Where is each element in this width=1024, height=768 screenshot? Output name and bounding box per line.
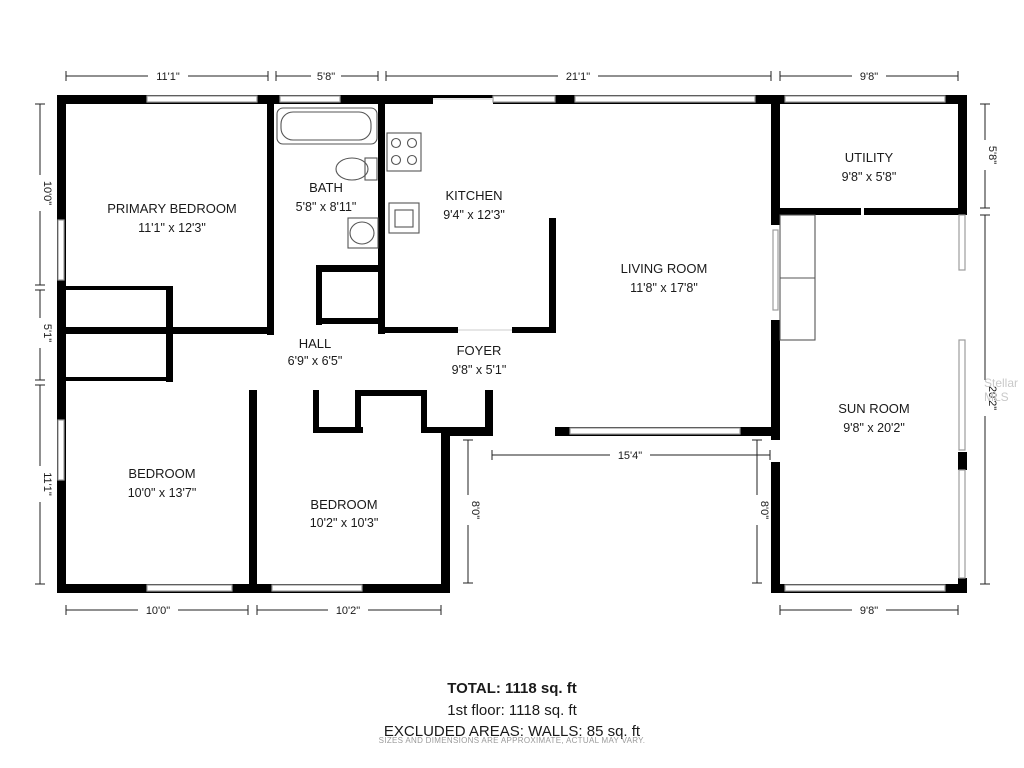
room-living-room-name: LIVING ROOM bbox=[621, 261, 708, 276]
dim-top-2: 5'8" bbox=[317, 71, 335, 83]
footer-floor: 1st floor: 1118 sq. ft bbox=[447, 702, 577, 719]
room-primary-bedroom-dim: 11'1" x 12'3" bbox=[138, 221, 206, 235]
dim-bottom-2: 10'2" bbox=[336, 605, 360, 617]
dim-top-4: 9'8" bbox=[860, 71, 878, 83]
dim-left-2: 5'1" bbox=[41, 324, 53, 342]
room-bedroom-mid-name: BEDROOM bbox=[310, 497, 377, 512]
watermark: Stellar MLS bbox=[984, 376, 1019, 404]
room-living-room-dim: 11'8" x 17'8" bbox=[630, 281, 698, 295]
dim-bottom-1: 10'0" bbox=[146, 605, 170, 617]
room-foyer-name: FOYER bbox=[457, 343, 502, 358]
room-bedroom-left-name: BEDROOM bbox=[128, 466, 195, 481]
room-hall-dim: 6'9" x 6'5" bbox=[288, 354, 343, 368]
room-kitchen-dim: 9'4" x 12'3" bbox=[443, 208, 505, 222]
room-bedroom-left-dim: 10'0" x 13'7" bbox=[128, 486, 197, 500]
stove-icon bbox=[386, 132, 422, 172]
footer-total: TOTAL: 1118 sq. ft bbox=[447, 680, 577, 697]
room-sun-room-name: SUN ROOM bbox=[838, 401, 910, 416]
windows bbox=[57, 95, 966, 592]
bath-sink-icon bbox=[347, 217, 379, 249]
walls bbox=[57, 95, 967, 593]
room-bath-dim: 5'8" x 8'11" bbox=[296, 200, 357, 214]
dim-inner-right-vertical: 8'0" bbox=[758, 501, 770, 519]
room-foyer-dim: 9'8" x 5'1" bbox=[452, 363, 507, 377]
toilet-icon bbox=[335, 157, 378, 181]
room-bath-name: BATH bbox=[309, 180, 343, 195]
room-labels: PRIMARY BEDROOM 11'1" x 12'3" BATH 5'8" … bbox=[107, 150, 910, 530]
footer-excluded: EXCLUDED AREAS: WALLS: 85 sq. ft bbox=[383, 723, 641, 740]
dim-right-2: 20'2" bbox=[986, 386, 998, 410]
room-utility-dim: 9'8" x 5'8" bbox=[842, 170, 897, 184]
bathtub-icon bbox=[276, 107, 378, 145]
room-hall-name: HALL bbox=[299, 336, 332, 351]
dimension-labels: 11'1" 5'8" 21'1" 9'8" 10'0" 5'1" 11'1" 5… bbox=[33, 69, 998, 617]
fixtures bbox=[276, 98, 816, 341]
dim-top-3: 21'1" bbox=[566, 71, 590, 83]
dim-bottom-3: 9'8" bbox=[860, 605, 878, 617]
fireplace-icon bbox=[779, 214, 816, 341]
dim-left-3: 11'1" bbox=[41, 472, 53, 496]
dim-right-1: 5'8" bbox=[986, 146, 998, 164]
dim-inner-horizontal: 15'4" bbox=[618, 450, 642, 462]
room-sun-room-dim: 9'8" x 20'2" bbox=[843, 421, 905, 435]
room-utility-name: UTILITY bbox=[845, 150, 894, 165]
footer-note: SIZES AND DIMENSIONS ARE APPROXIMATE, AC… bbox=[378, 736, 646, 745]
kitchen-sink-icon bbox=[388, 202, 420, 234]
room-bedroom-mid-dim: 10'2" x 10'3" bbox=[310, 516, 379, 530]
room-primary-bedroom-name: PRIMARY BEDROOM bbox=[107, 201, 237, 216]
dim-left-1: 10'0" bbox=[41, 181, 53, 205]
dim-top-1: 11'1" bbox=[156, 71, 180, 83]
room-kitchen-name: KITCHEN bbox=[445, 188, 502, 203]
dim-inner-left-vertical: 8'0" bbox=[469, 501, 481, 519]
